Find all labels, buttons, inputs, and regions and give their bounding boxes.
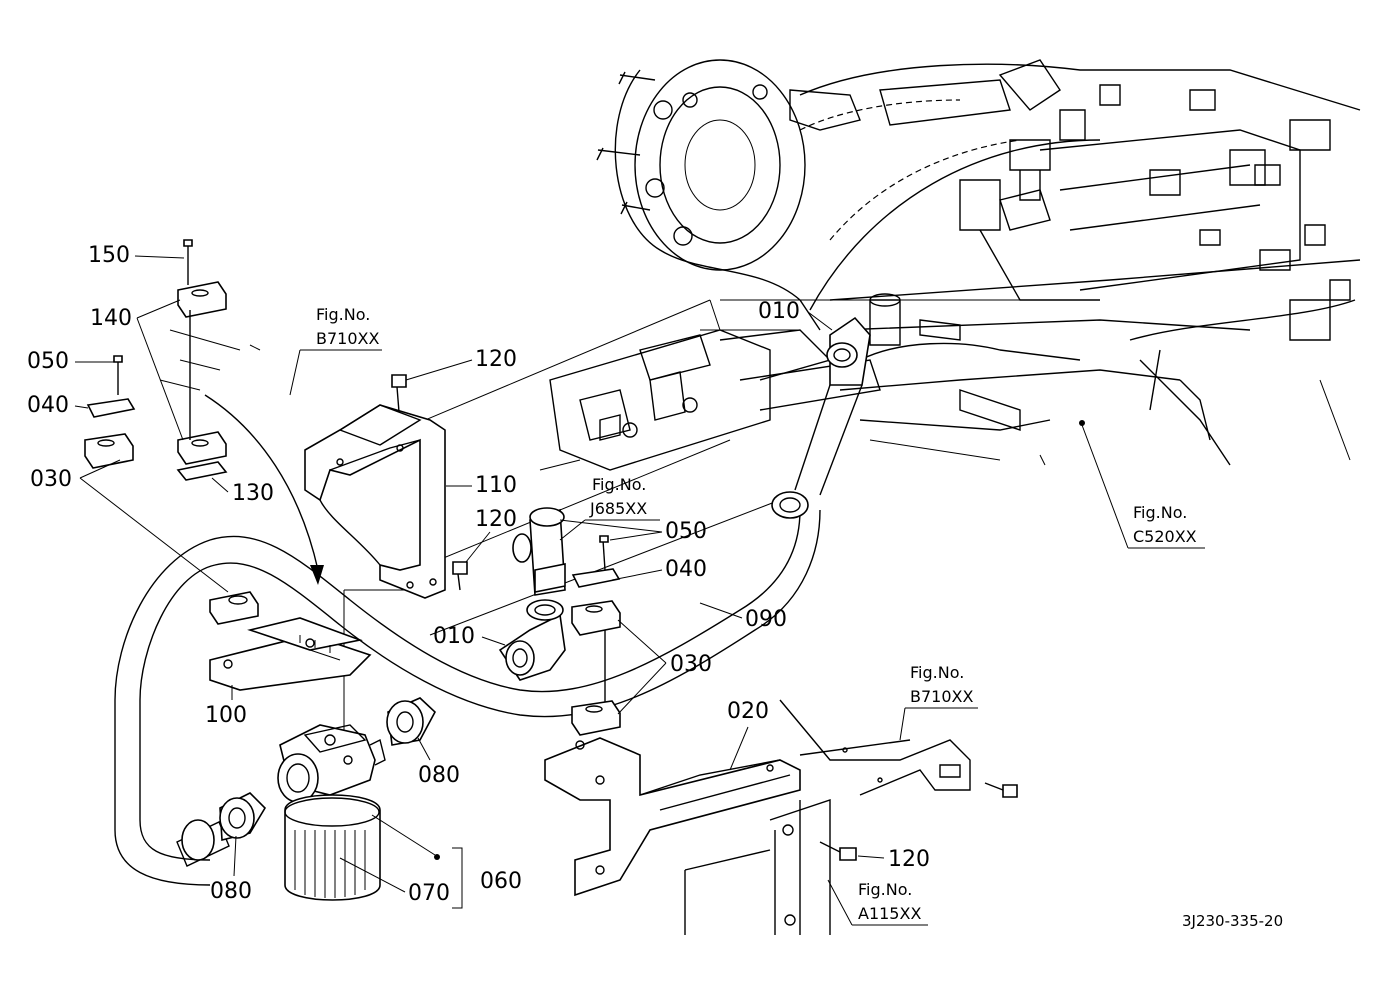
callouts: 150 140 050 040 030 130 120 110 120 010 … bbox=[27, 243, 930, 909]
part-label-020: 020 bbox=[727, 699, 769, 724]
part-label-120-lower: 120 bbox=[888, 847, 930, 872]
frame-lower-right bbox=[684, 699, 971, 935]
part-label-050-left: 050 bbox=[27, 349, 69, 374]
fig-ref-a115-code: A115XX bbox=[858, 904, 921, 923]
part-label-120-mid: 120 bbox=[475, 507, 517, 532]
bolt-right bbox=[984, 782, 1018, 798]
tee-fitting bbox=[512, 507, 566, 596]
part-label-030-right: 030 bbox=[670, 652, 712, 677]
bolt-120-lower bbox=[819, 841, 857, 861]
figure-references: Fig.No. B710XX Fig.No. J685XX Fig.No. C5… bbox=[289, 305, 1205, 926]
elbow-010-top bbox=[794, 316, 871, 496]
part-label-090: 090 bbox=[745, 607, 787, 632]
part-label-080-lower: 080 bbox=[210, 879, 252, 904]
part-label-130: 130 bbox=[232, 481, 274, 506]
elbow-010-lower bbox=[498, 599, 566, 681]
part-label-150: 150 bbox=[88, 243, 130, 268]
curved-arrow bbox=[204, 394, 324, 585]
clamp-plate-100 bbox=[209, 591, 372, 691]
fig-ref-j685-code: J685XX bbox=[589, 499, 647, 518]
fig-ref-b710-bottom-title: Fig.No. bbox=[910, 663, 964, 682]
part-label-040-right: 040 bbox=[665, 557, 707, 582]
filter-assembly bbox=[277, 724, 386, 901]
pipe-090 bbox=[114, 491, 821, 886]
part-label-120-upper: 120 bbox=[475, 347, 517, 372]
fitting-080-upper bbox=[386, 697, 436, 746]
part-label-010-top: 010 bbox=[758, 299, 800, 324]
fig-ref-b710-top-code: B710XX bbox=[316, 329, 379, 348]
clamp-right-050-040-030 bbox=[571, 535, 621, 736]
fig-ref-a115-title: Fig.No. bbox=[858, 880, 912, 899]
clamp-upper-left bbox=[159, 239, 261, 481]
transmission-housing bbox=[596, 59, 1361, 466]
diagram-code: 3J230-335-20 bbox=[1182, 912, 1283, 930]
center-mount-block bbox=[539, 329, 881, 471]
part-label-100: 100 bbox=[205, 703, 247, 728]
fig-ref-j685-title: Fig.No. bbox=[592, 475, 646, 494]
fig-ref-c520-title: Fig.No. bbox=[1133, 503, 1187, 522]
part-label-070: 070 bbox=[408, 881, 450, 906]
fitting-080-lower bbox=[219, 792, 267, 842]
bracket-020 bbox=[544, 737, 801, 897]
part-label-050-right: 050 bbox=[665, 519, 707, 544]
part-label-040-left: 040 bbox=[27, 393, 69, 418]
part-label-030-left: 030 bbox=[30, 467, 72, 492]
fig-ref-c520-code: C520XX bbox=[1133, 527, 1197, 546]
part-label-060: 060 bbox=[480, 869, 522, 894]
part-label-140: 140 bbox=[90, 306, 132, 331]
bolt-120-mid bbox=[452, 561, 468, 591]
part-label-080-upper: 080 bbox=[418, 763, 460, 788]
part-label-110: 110 bbox=[475, 473, 517, 498]
fig-ref-b710-top-title: Fig.No. bbox=[316, 305, 370, 324]
fig-ref-b710-bottom-code: B710XX bbox=[910, 687, 973, 706]
bolt-120-upper bbox=[391, 374, 407, 413]
clamp-left-050-040-030 bbox=[84, 355, 136, 469]
part-label-010-lower: 010 bbox=[433, 624, 475, 649]
bracket-110 bbox=[304, 404, 446, 599]
